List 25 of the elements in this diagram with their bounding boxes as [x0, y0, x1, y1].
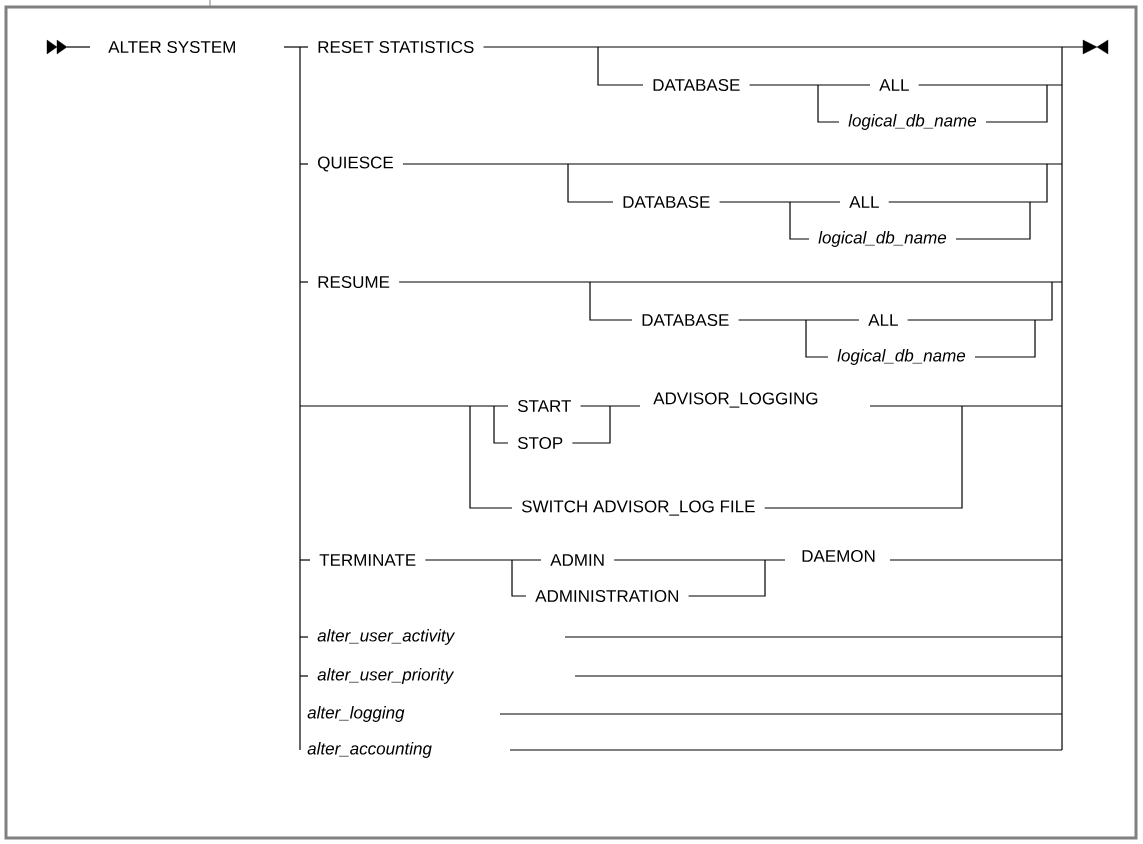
syntax-variable: logical_db_name	[848, 114, 977, 130]
syntax-keyword: RESUME	[318, 276, 390, 289]
syntax-keyword: QUIESCE	[318, 156, 393, 172]
syntax-keyword: ALL	[849, 196, 879, 208]
syntax-keyword: DAEMON	[802, 550, 875, 563]
syntax-variable: alter_accounting	[307, 742, 432, 758]
syntax-variable: alter_user_priority	[317, 668, 455, 684]
syntax-keyword: ADMINISTRATION	[535, 590, 678, 603]
syntax-variable: alter_logging	[307, 706, 405, 722]
syntax-keyword: ADMIN	[550, 554, 604, 566]
syntax-variable: logical_db_name	[818, 231, 947, 247]
syntax-keyword: TERMINATE	[319, 554, 416, 566]
syntax-keyword: STOP	[517, 437, 563, 450]
syntax-keyword: START	[517, 400, 571, 413]
syntax-variable: alter_user_activity	[317, 629, 456, 645]
syntax-keyword: DATABASE	[653, 79, 740, 92]
syntax-keyword: ADVISOR_LOGGING	[653, 392, 818, 408]
syntax-keyword: DATABASE	[623, 196, 710, 209]
syntax-keyword: ALL	[868, 314, 898, 326]
syntax-keyword: ALTER SYSTEM	[108, 41, 235, 54]
syntax-keyword: ALL	[879, 79, 909, 91]
syntax-keyword: RESET STATISTICS	[318, 41, 474, 54]
syntax-keyword: DATABASE	[642, 314, 729, 327]
syntax-keyword: SWITCH ADVISOR_LOG FILE	[521, 500, 755, 516]
syntax-variable: logical_db_name	[837, 349, 966, 365]
